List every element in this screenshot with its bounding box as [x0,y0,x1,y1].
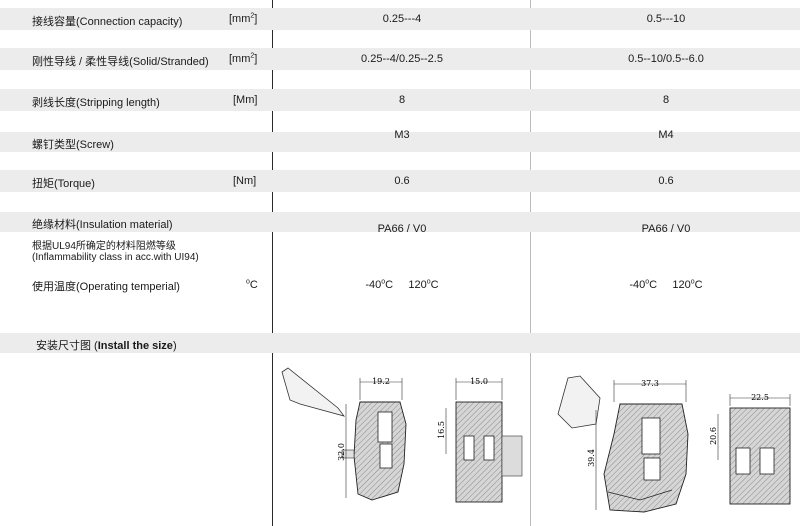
install-drawing-1: 19.2 32.0 15.0 16.5 [281,367,523,503]
row-connection-capacity: 接线容量(Connection capacity) [mm2] 0.25---4… [0,8,800,30]
degree: o [426,278,431,286]
row-solid-stranded: 刚性导线 / 柔性导线(Solid/Stranded) [mm2] 0.25--… [0,48,800,70]
install-drawing-2: 37.3 39.4 22.5 20.6 [557,375,791,513]
dim-height-1: 32.0 [337,443,346,461]
unit-stripping-length: [Mm] [233,94,258,106]
celsius: C [385,279,394,291]
side-view-shape [455,401,503,503]
column-divider-left [272,0,273,526]
value-strip-2: 8 [662,94,670,106]
label-screw: 螺钉类型(Screw) [32,139,114,151]
section-title-close: ) [172,340,177,352]
row-insulation-material: 绝缘材料(Insulation material) [0,212,800,232]
lever-shape [557,375,601,429]
degree: o [645,278,650,286]
dim-width-1: 19.2 [372,377,390,386]
unit-close: ] [254,53,258,65]
row-screw: 螺钉类型(Screw) [0,132,800,152]
label-operating-temperature: 使用温度(Operating temperial) [32,281,180,293]
label-solid-stranded: 刚性导线 / 柔性导线(Solid/Stranded) [32,56,209,68]
unit-solid-stranded: [mm2] [229,52,258,65]
celsius: C [649,279,658,291]
dim-depth-2: 22.5 [751,393,769,402]
section-title-en: Install the size [97,340,173,352]
value-temperature-2: -40oC 120oC [532,278,800,291]
unit-exp: 2 [250,12,255,20]
row-stripping-length: 剥线长度(Stripping length) [Mm] 8 8 [0,89,800,111]
value-screw-2: M4 [658,129,674,141]
unit-exp: 2 [250,52,255,60]
label-connection-capacity: 接线容量(Connection capacity) [32,16,183,28]
unit-degree: o [246,278,250,286]
dim-height-2: 39.4 [587,449,596,467]
value-strip-1: 8 [398,94,406,106]
value-insulation-2: PA66 / V0 [641,223,691,235]
value-insulation-1: PA66 / V0 [377,223,427,235]
unit-celsius: C [249,279,258,291]
value-capacity-1: 0.25---4 [382,13,422,25]
section-title-install-size: 安装尺寸图 (Install the size) [36,337,177,353]
label-flammability-en: (Inflammability class in acc.with UI94) [32,252,199,263]
label-insulation-material: 绝缘材料(Insulation material) [32,219,173,231]
dim-side-2: 20.6 [709,427,718,445]
label-stripping-length: 剥线长度(Stripping length) [32,97,160,109]
dim-side-1: 16.5 [437,421,446,439]
unit-connection-capacity: [mm2] [229,12,258,25]
value-temperature-1: -40oC 120oC [274,278,530,291]
temp-min: -40 [365,279,382,291]
celsius: C [694,279,703,291]
temp-min: -40 [629,279,646,291]
lever-shape [281,367,346,417]
unit-close: ] [254,13,258,25]
value-torque-2: 0.6 [658,175,674,187]
value-torque-1: 0.6 [394,175,410,187]
dim-depth-1: 15.0 [470,377,488,386]
row-torque: 扭矩(Torque) [Nm] 0.6 0.6 [0,170,800,192]
celsius: C [430,279,439,291]
degree: o [690,278,695,286]
label-flammability-cn: 根据UL94所确定的材料阻燃等级 [32,241,176,252]
section-title-cn: 安装尺寸图 ( [36,340,98,352]
value-solid-2: 0.5--10/0.5--6.0 [628,53,704,65]
row-install-size: 安装尺寸图 (Install the size) [0,333,800,353]
unit-base: [mm [229,13,251,25]
value-screw-1: M3 [394,129,410,141]
unit-torque: [Nm] [233,175,257,187]
unit-base: [mm [229,53,251,65]
degree: o [381,278,386,286]
temp-max: 120 [408,279,427,291]
column-divider-right [530,0,531,526]
temp-max: 120 [672,279,691,291]
unit-temperature: oC [246,278,258,291]
dim-width-2: 37.3 [641,379,659,388]
value-capacity-2: 0.5---10 [646,13,686,25]
value-solid-1: 0.25--4/0.25--2.5 [361,53,443,65]
label-torque: 扭矩(Torque) [32,178,95,190]
